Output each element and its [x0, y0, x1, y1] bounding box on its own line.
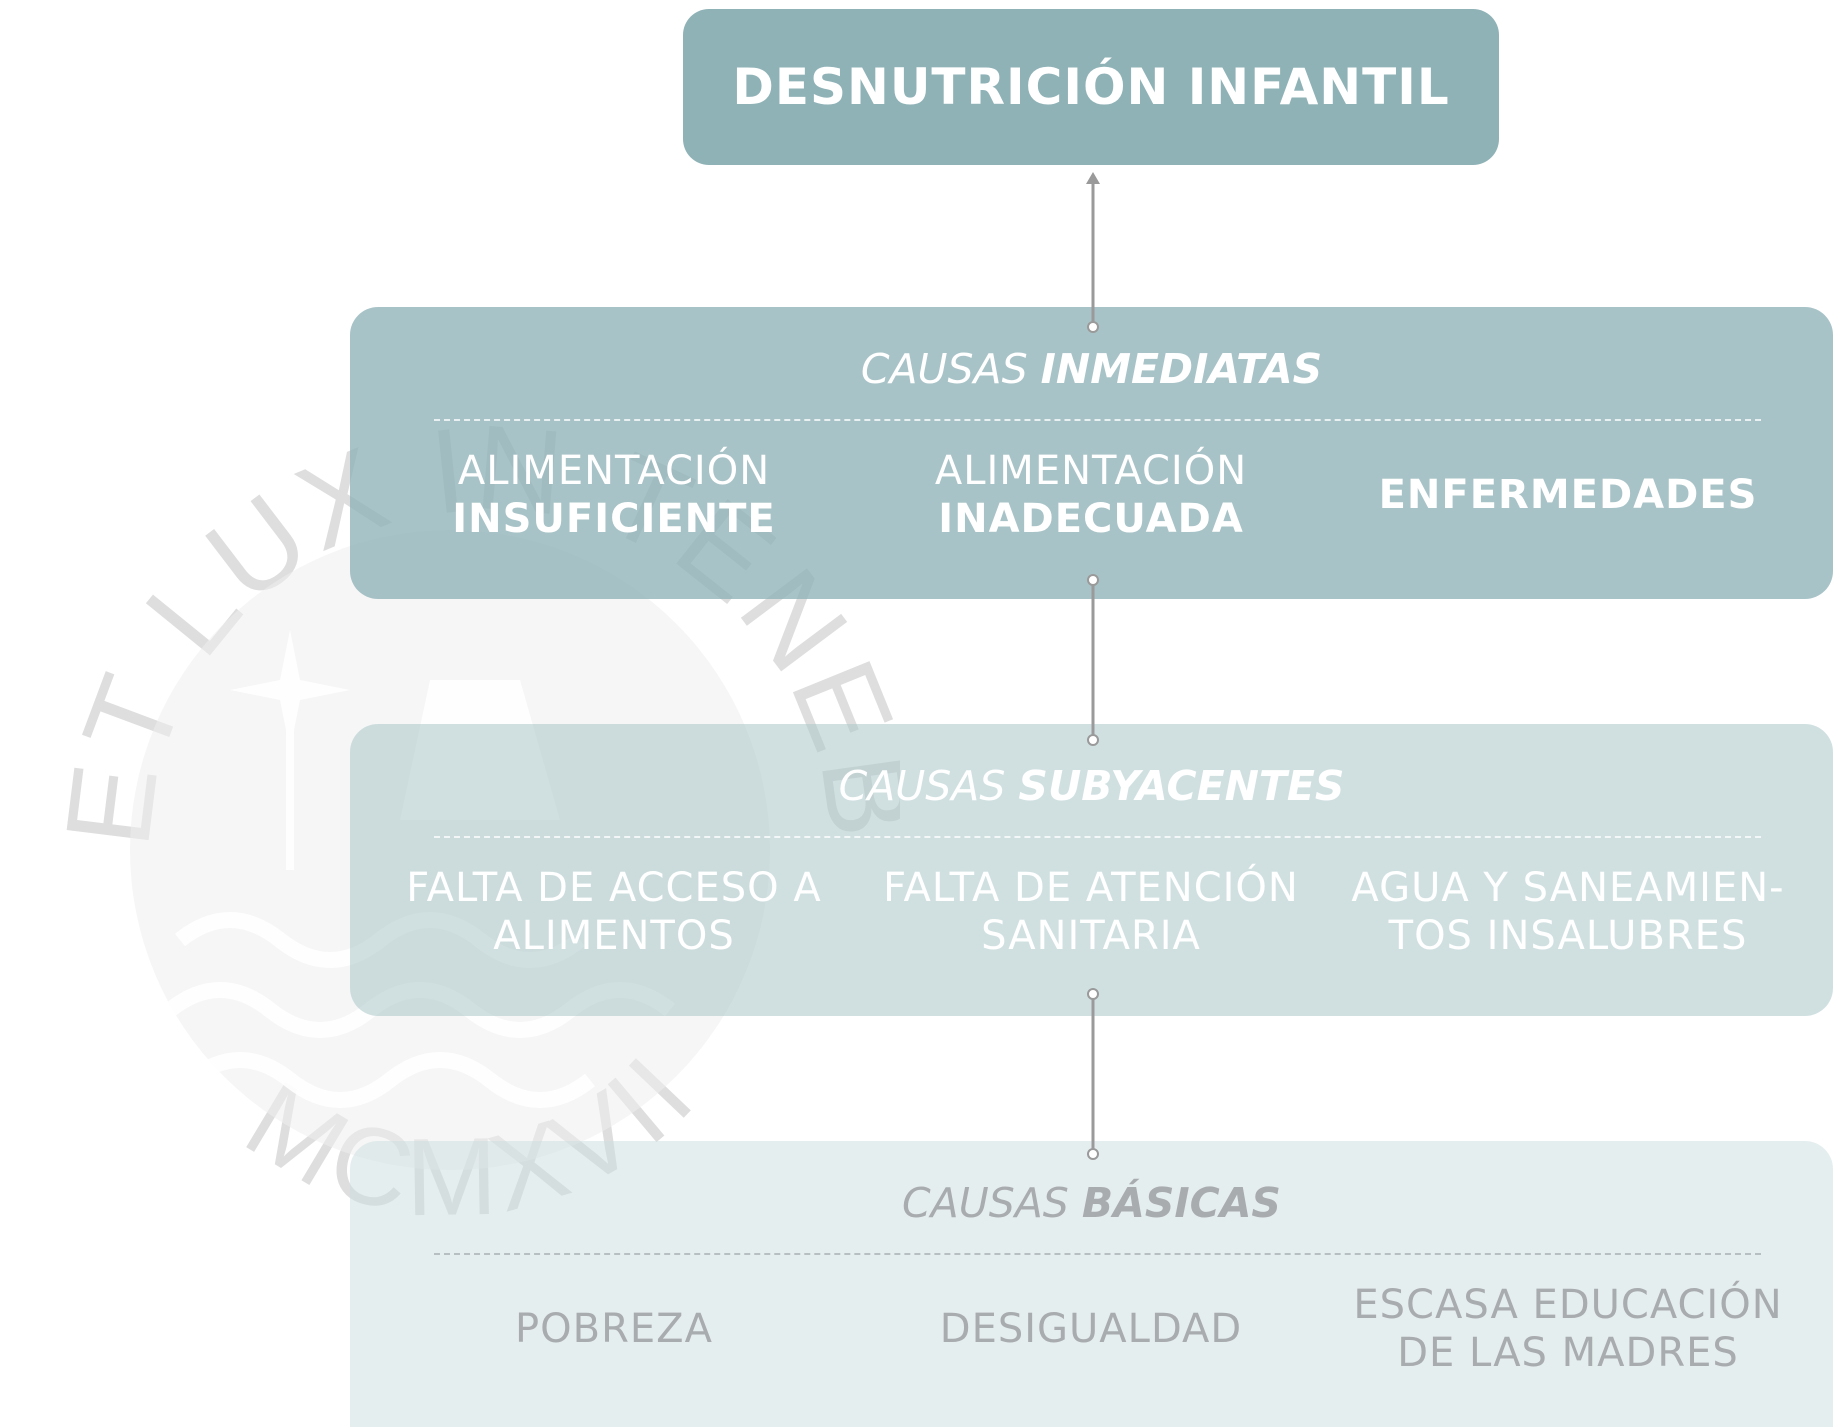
- cause-line-2: INSUFICIENTE: [452, 496, 776, 542]
- section-title-regular: CAUSAS: [838, 762, 1019, 810]
- section-title-bold: INMEDIATAS: [1040, 345, 1323, 393]
- section-title: CAUSAS INMEDIATAS: [350, 345, 1833, 393]
- cause-item: POBREZA: [379, 1305, 849, 1353]
- cause-item: ALIMENTACIÓN INSUFICIENTE: [379, 447, 849, 543]
- section-title: CAUSAS SUBYACENTES: [350, 762, 1833, 810]
- star-icon: [230, 630, 350, 750]
- section-causas-basicas: CAUSAS BÁSICAS POBREZA DESIGUALDAD ESCAS…: [350, 1141, 1833, 1427]
- cause-line-2: DE LAS MADRES: [1397, 1330, 1739, 1376]
- cause-line-1: DESIGUALDAD: [939, 1306, 1243, 1352]
- cause-line-2: TOS INSALUBRES: [1388, 913, 1748, 959]
- diagram-title: DESNUTRICIÓN INFANTIL: [732, 58, 1450, 116]
- diagram-title-box: DESNUTRICIÓN INFANTIL: [683, 9, 1499, 165]
- cause-line-1: FALTA DE ACCESO A: [406, 865, 822, 911]
- cause-line-1: ESCASA EDUCACIÓN: [1353, 1282, 1783, 1328]
- cause-line-1: AGUA Y SANEAMIEN-: [1351, 865, 1785, 911]
- cause-line-1: FALTA DE ATENCIÓN: [883, 865, 1299, 911]
- cause-item: FALTA DE ACCESO A ALIMENTOS: [366, 864, 862, 960]
- cause-line-1: ALIMENTACIÓN: [934, 448, 1248, 494]
- connector-subyacentes-to-inmediatas: [1087, 574, 1099, 746]
- arrowhead-icon: [1086, 172, 1100, 184]
- section-title-regular: CAUSAS: [860, 345, 1041, 393]
- cause-item: DESIGUALDAD: [856, 1305, 1326, 1353]
- cause-item: ESCASA EDUCACIÓN DE LAS MADRES: [1320, 1281, 1816, 1377]
- section-divider: [434, 1253, 1761, 1255]
- section-title-regular: CAUSAS: [902, 1179, 1082, 1227]
- cause-line-2: ALIMENTOS: [493, 913, 735, 959]
- section-causas-subyacentes: CAUSAS SUBYACENTES FALTA DE ACCESO A ALI…: [350, 724, 1833, 1016]
- section-divider: [434, 836, 1761, 838]
- cause-item: AGUA Y SANEAMIEN- TOS INSALUBRES: [1320, 864, 1816, 960]
- section-divider: [434, 419, 1761, 421]
- cause-line-2: INADECUADA: [938, 496, 1244, 542]
- section-title-bold: BÁSICAS: [1081, 1179, 1281, 1227]
- cause-item: ENFERMEDADES: [1333, 471, 1803, 519]
- cause-line-1: ENFERMEDADES: [1378, 472, 1758, 518]
- section-causas-inmediatas: CAUSAS INMEDIATAS ALIMENTACIÓN INSUFICIE…: [350, 307, 1833, 599]
- connector-basicas-to-subyacentes: [1087, 988, 1099, 1160]
- cause-item: FALTA DE ATENCIÓN SANITARIA: [843, 864, 1339, 960]
- section-title: CAUSAS BÁSICAS: [350, 1179, 1833, 1227]
- cause-line-1: ALIMENTACIÓN: [457, 448, 771, 494]
- cause-line-2: SANITARIA: [981, 913, 1201, 959]
- connector-inmediatas-to-title: [1086, 172, 1100, 333]
- section-title-bold: SUBYACENTES: [1018, 762, 1345, 810]
- cause-item: ALIMENTACIÓN INADECUADA: [856, 447, 1326, 543]
- cause-line-1: POBREZA: [515, 1306, 713, 1352]
